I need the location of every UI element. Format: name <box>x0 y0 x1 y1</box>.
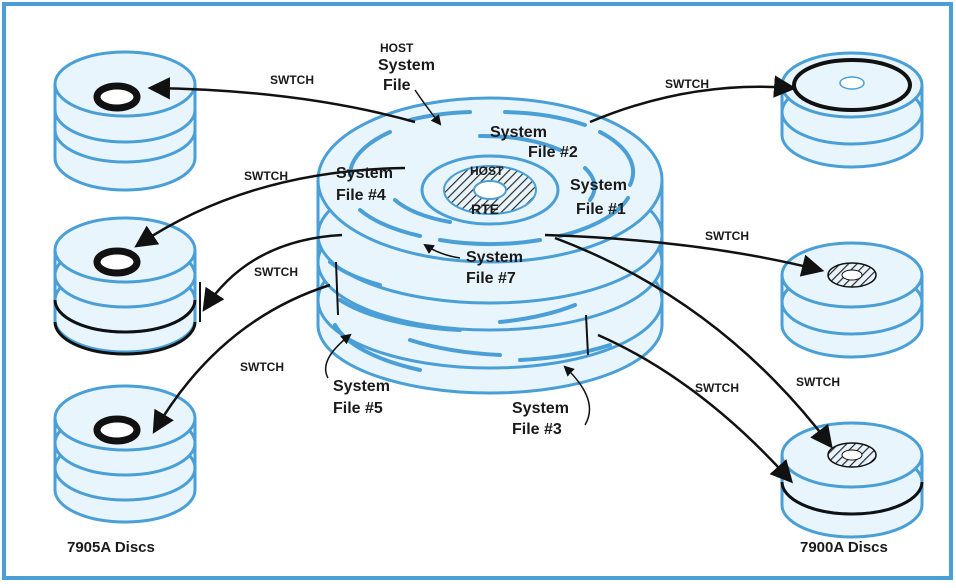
system-file-1-label: System <box>570 177 627 194</box>
host-system-file-label: File <box>383 77 411 94</box>
hub-rte-label: RTE <box>471 201 499 217</box>
host-system-file-label: System <box>378 57 435 74</box>
swtch-label: SWTCH <box>244 169 288 183</box>
right-caption: 7900A Discs <box>800 539 888 556</box>
system-file-5-label: System <box>333 378 390 395</box>
disc-pack-right-3 <box>780 421 924 539</box>
disc-pack-right-2 <box>780 241 924 359</box>
system-file-7-label: System <box>466 249 523 266</box>
host-system-file-label: HOST <box>380 41 414 55</box>
system-file-2-label: System <box>490 124 547 141</box>
system-file-5-label: File #5 <box>333 400 383 417</box>
swtch-arrows <box>134 75 833 484</box>
swtch-label: SWTCH <box>270 73 314 87</box>
central-disc-stack <box>316 96 664 395</box>
hub-host-label: HOST <box>470 164 504 178</box>
system-file-2-label: File #2 <box>528 144 578 161</box>
swtch-label: SWTCH <box>254 265 298 279</box>
disc-pack-left-2 <box>53 216 197 354</box>
left-caption: 7905A Discs <box>67 539 155 556</box>
system-file-4-label: System <box>336 165 393 182</box>
system-file-1-label: File #1 <box>576 201 626 218</box>
swtch-label: SWTCH <box>705 229 749 243</box>
swtch-label: SWTCH <box>695 381 739 395</box>
system-file-3-label: System <box>512 400 569 417</box>
label-pointers <box>324 89 591 426</box>
disc-target-ring <box>93 415 141 445</box>
frame-border <box>2 2 953 580</box>
system-file-7-label: File #7 <box>466 270 516 287</box>
swtch-label: SWTCH <box>665 77 709 91</box>
system-file-3-label: File #3 <box>512 421 562 438</box>
disc-target-ring <box>93 82 141 112</box>
swtch-label: SWTCH <box>240 360 284 374</box>
swtch-label: SWTCH <box>796 375 840 389</box>
system-file-4-label: File #4 <box>336 187 386 204</box>
disc-pack-left-1 <box>53 50 197 192</box>
disc-target-ring <box>93 247 141 277</box>
disc-pack-left-3 <box>53 384 197 524</box>
